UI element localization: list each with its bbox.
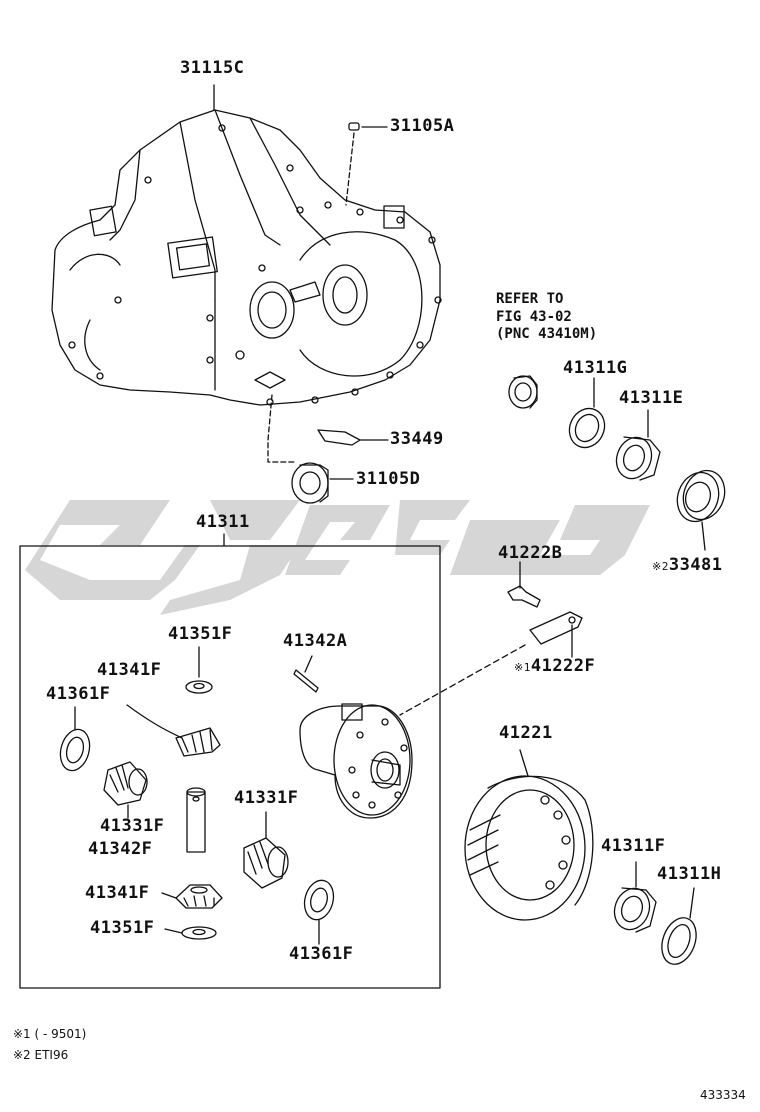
label-41351F-bottom: 41351F xyxy=(90,918,155,938)
refer-note: REFER TO FIG 43-02 (PNC 43410M) xyxy=(496,291,597,344)
figure-number: 433334 xyxy=(700,1088,746,1102)
bearing-41311E xyxy=(615,409,661,481)
label-41311H: 41311H xyxy=(657,864,722,884)
oil-seal-31105D xyxy=(291,462,354,504)
refer-line-2: FIG 43-02 xyxy=(496,308,572,325)
drain-plug xyxy=(345,122,388,206)
label-41311G: 41311G xyxy=(563,358,628,378)
thrust-washer-41361F-bottom xyxy=(303,879,335,945)
label-41222B: 41222B xyxy=(498,543,563,563)
label-41331F-right: 41331F xyxy=(234,788,299,808)
label-31115C: 31115C xyxy=(180,58,245,78)
label-33481: ※233481 xyxy=(652,557,723,574)
label-41222F-text: 41222F xyxy=(530,656,596,676)
footnote-1: ※1 ( - 9501) xyxy=(13,1027,87,1041)
washer-41351F-bottom xyxy=(164,926,217,940)
pin-41342A xyxy=(293,655,319,693)
washer-41351F-top xyxy=(185,646,213,694)
differential-case xyxy=(299,703,413,819)
label-41342F: 41342F xyxy=(88,839,153,859)
label-41331F-left: 41331F xyxy=(100,816,165,836)
oil-seal-33481 xyxy=(676,469,726,551)
label-31105D: 31105D xyxy=(356,469,421,489)
lock-plate-41222F xyxy=(529,611,583,658)
label-41341F-top: 41341F xyxy=(97,660,162,680)
differential-assembly-frame xyxy=(19,533,441,989)
pinion-shaft-41342F xyxy=(186,787,206,853)
label-41361F-left: 41361F xyxy=(46,684,111,704)
label-41341F-bottom: 41341F xyxy=(85,883,150,903)
label-41361F-bottom: 41361F xyxy=(289,944,354,964)
transaxle-case xyxy=(51,109,442,406)
label-41311: 41311 xyxy=(196,512,250,532)
bearing-41311F xyxy=(613,861,657,933)
side-gear-41341F-top xyxy=(126,704,221,757)
refer-line-3: (PNC 43410M) xyxy=(496,326,598,342)
mark-2: ※2 xyxy=(652,560,669,573)
label-33481-text: 33481 xyxy=(668,555,723,575)
shim-41311G xyxy=(568,377,606,449)
label-31105A: 31105A xyxy=(390,116,455,136)
label-41342A: 41342A xyxy=(283,631,348,651)
shim-41311H xyxy=(661,887,697,965)
label-41311F: 41311F xyxy=(601,836,666,856)
magnet-33449 xyxy=(317,429,389,446)
label-41311E: 41311E xyxy=(619,388,684,408)
mark-1: ※1 xyxy=(514,661,531,674)
label-33449: 33449 xyxy=(390,429,444,449)
thrust-washer-41361F-left xyxy=(59,706,91,772)
label-41222F: ※141222F xyxy=(514,658,595,675)
label-41351F-top: 41351F xyxy=(168,624,233,644)
refer-line-1: REFER TO xyxy=(496,291,564,307)
label-41221: 41221 xyxy=(499,723,553,743)
watermark-logo xyxy=(25,500,650,615)
side-gear-41341F-bottom xyxy=(161,884,223,909)
oil-seal-ref xyxy=(508,375,538,409)
footnote-2: ※2 ETI96 xyxy=(13,1048,69,1062)
bolt-41222B xyxy=(507,561,541,608)
ring-gear-41221 xyxy=(464,749,594,921)
pinion-gear-41331F-right xyxy=(243,811,289,889)
pinion-gear-41331F-left xyxy=(103,761,148,819)
